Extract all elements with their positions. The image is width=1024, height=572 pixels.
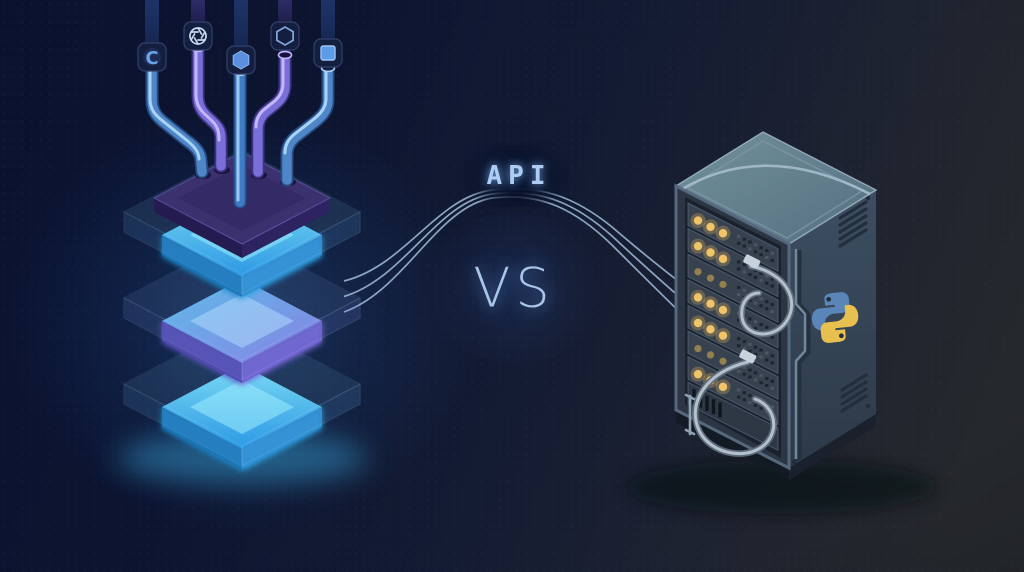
cable-loop-bottom: [692, 349, 777, 457]
vs-glow: [419, 213, 609, 363]
status-led: [693, 241, 703, 251]
hexagon-filled-icon: [232, 50, 250, 70]
status-led: [718, 382, 728, 392]
rack-unit: [687, 381, 779, 452]
openai-chip: [183, 21, 213, 51]
openai-logo-icon: [189, 27, 207, 45]
input-pipes: [144, 41, 336, 209]
side-trim: [794, 249, 811, 460]
front-cables: [684, 254, 795, 457]
pipe-4: [251, 48, 293, 179]
status-led: [693, 318, 703, 328]
server-shadow: [627, 460, 937, 514]
status-led: [718, 305, 728, 315]
status-led: [706, 299, 715, 308]
vs-label: VS: [473, 256, 555, 320]
status-led: [719, 357, 727, 365]
front-bracket: [684, 393, 696, 436]
pipe-3: [232, 65, 248, 209]
rack-units: [687, 202, 779, 452]
rack-unit: [687, 202, 779, 272]
status-led: [718, 254, 728, 264]
status-led: [706, 351, 715, 359]
hexagon-outline-chip: [270, 21, 300, 51]
server-tower: [627, 131, 937, 514]
side-vent-top: [838, 200, 868, 248]
cable-loop-top: [738, 254, 795, 338]
provider-traces: [145, 0, 335, 49]
status-led: [693, 369, 703, 379]
letter-c-icon: C: [145, 48, 158, 69]
status-led: [706, 248, 715, 257]
python-logo-icon: [811, 292, 859, 343]
square-filled-icon: [320, 45, 336, 61]
hexagon-chip: [226, 45, 256, 75]
status-led: [719, 280, 727, 289]
rack-unit: [687, 253, 779, 324]
status-led: [694, 268, 702, 276]
c-chip: C: [137, 42, 167, 72]
status-led: [706, 222, 715, 232]
api-label: API: [454, 145, 580, 207]
status-led: [718, 331, 728, 340]
status-led: [706, 274, 715, 282]
top-cable-trim: [678, 164, 871, 196]
glass-model-stack: [123, 149, 361, 471]
status-led: [693, 216, 703, 225]
side-vent-bottom: [840, 373, 868, 413]
hexagon-outline-icon: [275, 25, 295, 47]
status-led: [693, 293, 703, 302]
square-chip: [313, 38, 343, 68]
status-led: [718, 229, 728, 238]
status-led: [706, 325, 715, 334]
provider-chips: C: [137, 21, 343, 75]
status-led: [694, 344, 702, 353]
